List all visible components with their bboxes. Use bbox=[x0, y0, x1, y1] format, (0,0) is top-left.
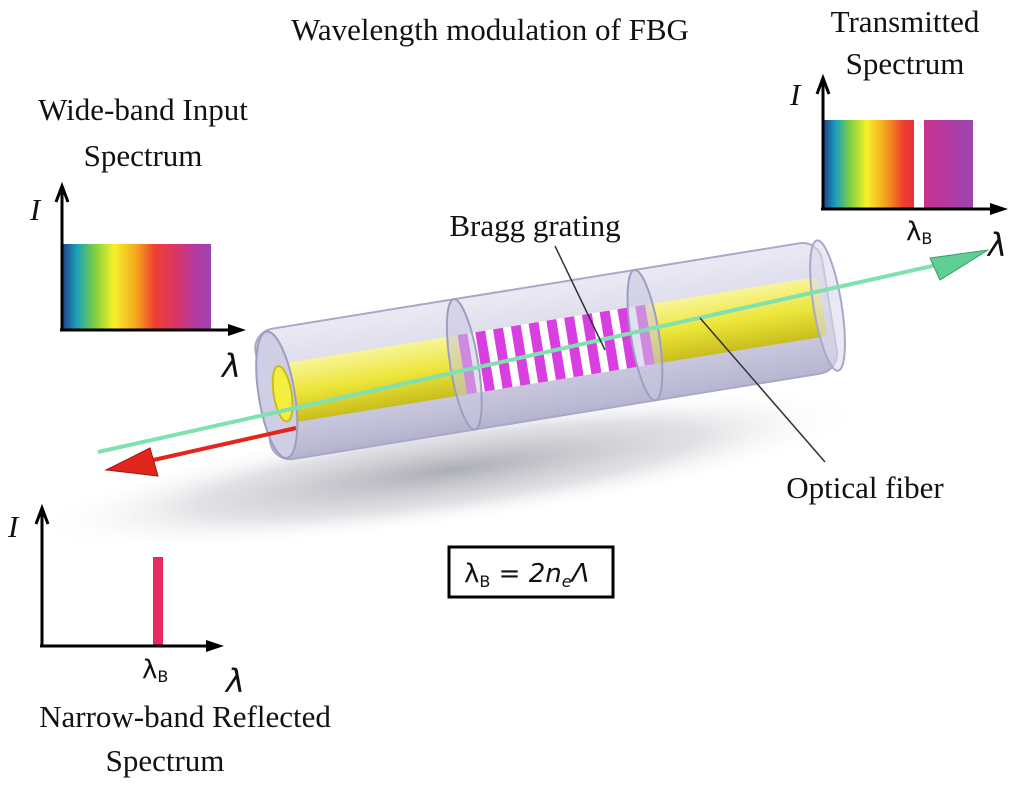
transmitted-spectrum-panel: Transmitted Spectrum I λB λ bbox=[789, 4, 1008, 264]
reflected-beam-arrowhead bbox=[104, 447, 159, 477]
transmitted-spectrum-axis-x: λ bbox=[986, 226, 1007, 264]
reflected-spectrum-axis-y: I bbox=[7, 509, 20, 544]
input-beam-arrowhead bbox=[929, 249, 989, 281]
bragg-formula: λB = 2neΛ bbox=[447, 545, 615, 599]
reflected-light-beam bbox=[139, 426, 297, 465]
input-spectrum-label-line1: Wide-band Input bbox=[38, 92, 248, 127]
transmitted-spectrum-y-arrow bbox=[815, 73, 831, 95]
reflected-spectrum-marker: λB bbox=[142, 655, 168, 686]
input-spectrum-x-arrow bbox=[228, 324, 246, 336]
reflected-spectrum-label-line1: Narrow-band Reflected bbox=[39, 699, 331, 734]
formula-text: λB = 2neΛ bbox=[464, 559, 589, 591]
transmitted-spectrum-axis-y: I bbox=[789, 77, 802, 112]
input-spectrum-label-line2: Spectrum bbox=[84, 138, 203, 173]
bragg-grating-leader bbox=[554, 245, 606, 351]
transmitted-spectrum-label-line1: Transmitted bbox=[831, 4, 980, 39]
transmitted-spectrum-x-arrow bbox=[990, 203, 1008, 215]
formula-box bbox=[447, 545, 615, 599]
reflected-spectrum-panel: I λB λ Narrow-band Reflected Spectrum bbox=[7, 503, 331, 778]
reflected-spectrum-x-arrow bbox=[206, 640, 224, 652]
reflected-spectrum-y-arrow bbox=[34, 503, 50, 525]
input-spectrum-axis-x: λ bbox=[220, 347, 241, 385]
transmitted-spectrum-band-left bbox=[823, 120, 914, 208]
reflected-spectrum-peak bbox=[153, 557, 163, 645]
optical-fiber-label: Optical fiber bbox=[786, 470, 944, 505]
input-spectrum-axis-y: I bbox=[29, 192, 42, 227]
input-spectrum-panel: Wide-band Input Spectrum I λ bbox=[29, 92, 248, 385]
input-light-beam bbox=[97, 255, 970, 454]
fiber-end-cap-right bbox=[809, 239, 846, 372]
transmitted-spectrum-band-right bbox=[924, 120, 973, 208]
reflected-spectrum-axis-x: λ bbox=[224, 662, 245, 700]
reflected-spectrum-label-line2: Spectrum bbox=[106, 743, 225, 778]
input-spectrum-y-arrow bbox=[54, 181, 70, 203]
fiber-cut-ring-right bbox=[626, 268, 664, 402]
transmitted-spectrum-marker: λB bbox=[906, 217, 932, 248]
fiber-shadow bbox=[34, 390, 866, 550]
diagram-title: Wavelength modulation of FBG bbox=[291, 12, 689, 47]
input-spectrum-band bbox=[62, 244, 211, 329]
optical-fiber-leader bbox=[699, 317, 826, 463]
fiber-cut-ring-left bbox=[445, 298, 483, 431]
bragg-grating-label: Bragg grating bbox=[449, 208, 620, 243]
transmitted-spectrum-label-line2: Spectrum bbox=[846, 46, 965, 81]
